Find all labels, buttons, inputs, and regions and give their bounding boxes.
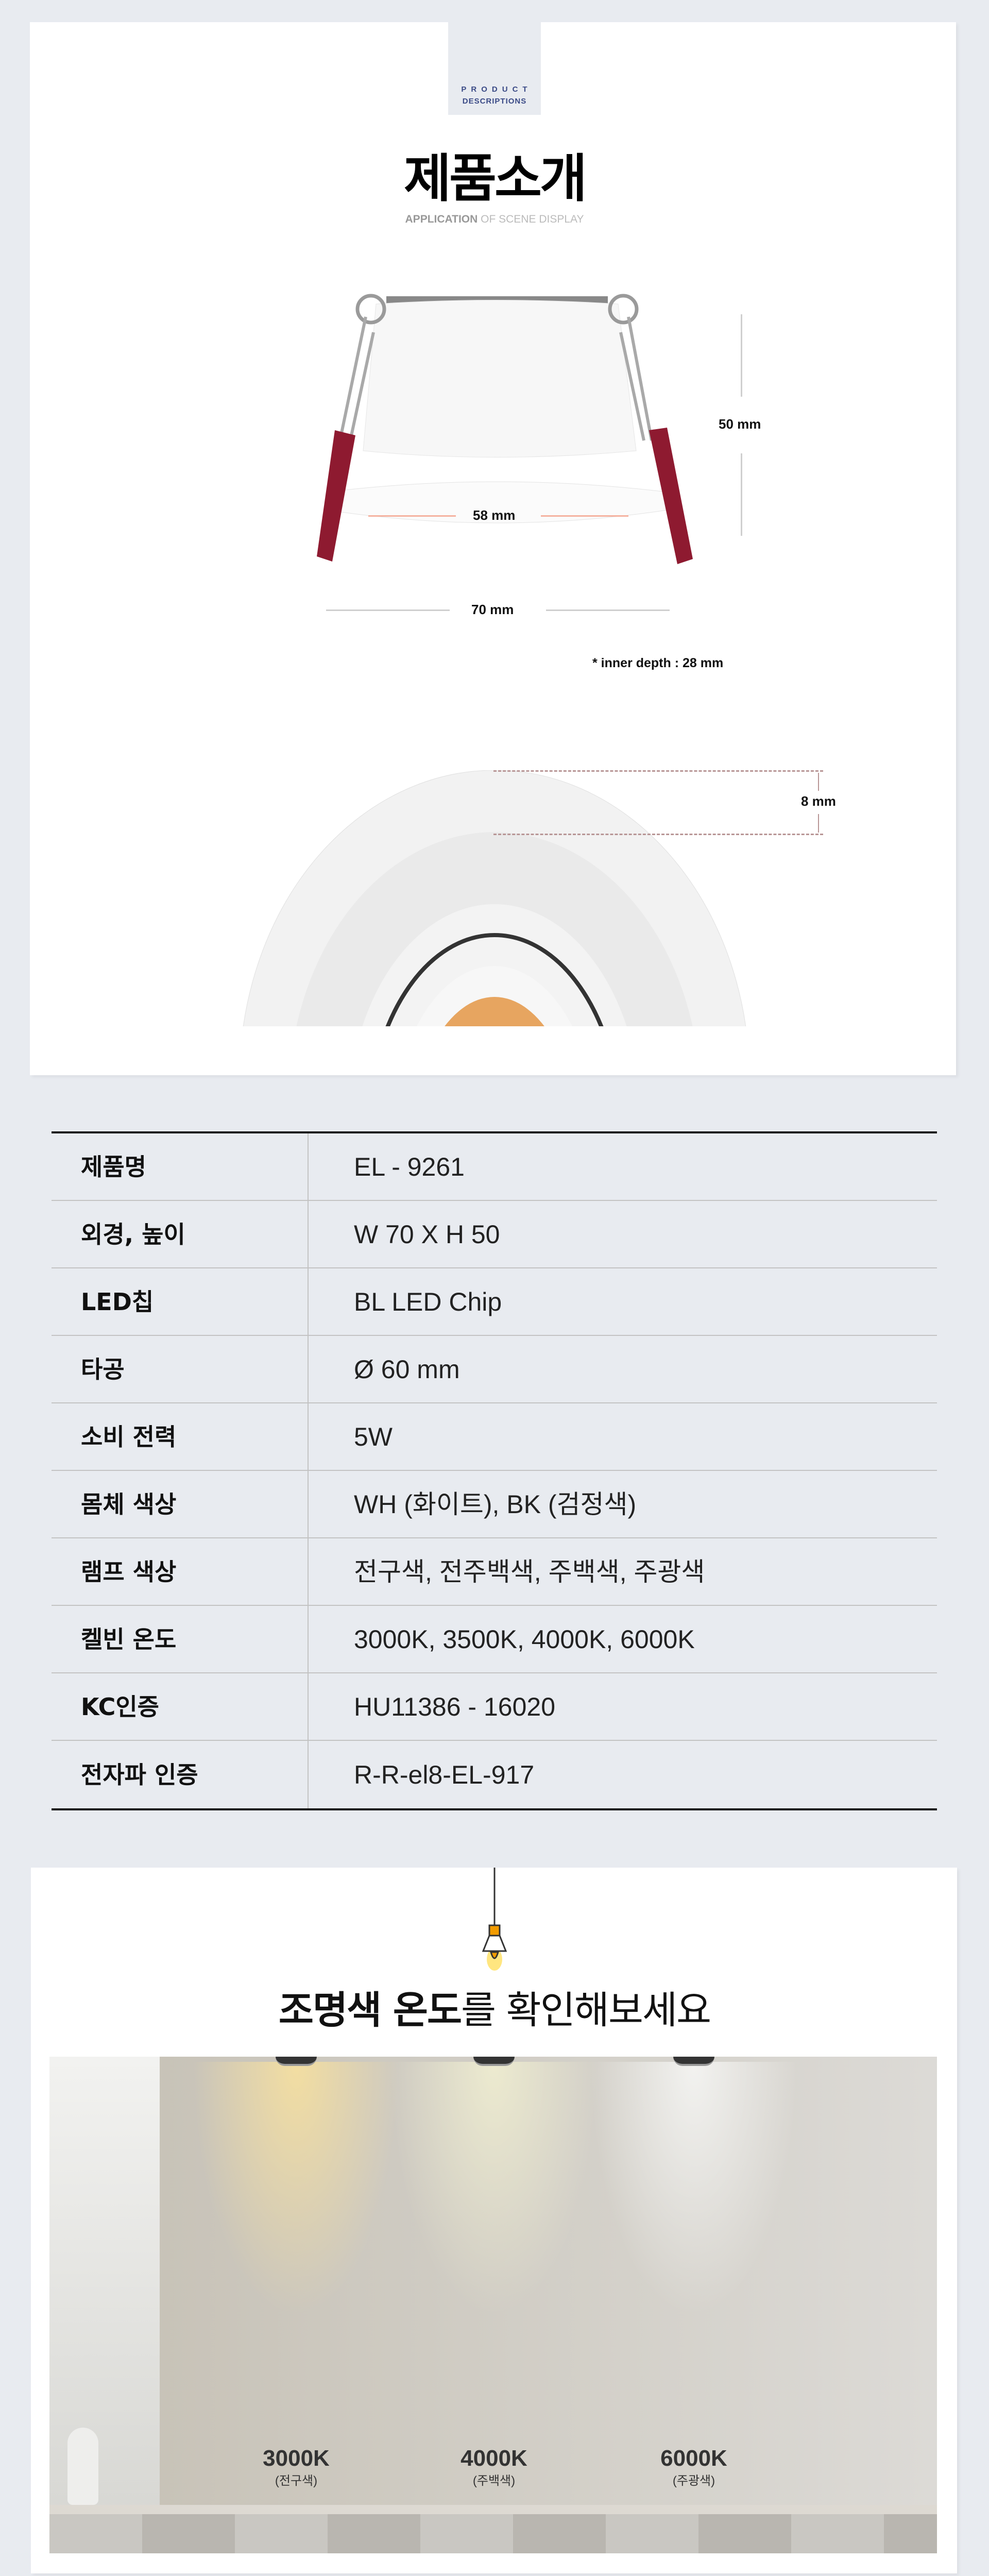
tab-line1: PRODUCT [461,85,532,94]
spec-value: R-R-el8-EL-917 [354,1760,535,1789]
spec-value: WH (화이트), BK (검정색) [354,1489,637,1519]
color-temp-item: 6000K (주광색) [627,2446,761,2489]
color-temp-item: 3000K (전구색) [229,2446,363,2489]
inner-width-arrow-right [541,515,628,517]
spec-value: W 70 X H 50 [354,1219,500,1249]
spec-row: 타공 Ø 60 mm [52,1336,937,1403]
spec-label: 램프 색상 [52,1538,309,1605]
trim-line-bottom [493,834,823,835]
spec-label: 몸체 색상 [52,1471,309,1537]
color-temp-item: 4000K (주백색) [427,2446,561,2489]
spec-table: 제품명 EL - 9261 외경, 높이 W 70 X H 50 LED칩 BL LED … [52,1131,937,1810]
baseboard [49,2505,937,2514]
spec-row: 외경, 높이 W 70 X H 50 [52,1201,937,1268]
light-beam [591,2062,797,2422]
room-scene-image: 3000K (전구색) 4000K (주백색) 6000K (주광색) [49,2057,937,2553]
trim-arrow-bottom [818,814,819,833]
spec-value: HU11386 - 16020 [354,1692,556,1721]
color-name-label: (전구색) [275,2474,318,2488]
trim-arrow-top [818,773,819,791]
inner-width-label: 58 mm [473,507,516,523]
kelvin-label: 3000K [263,2446,330,2471]
color-temp-title: 조명색 온도를 확인해보세요 [278,1988,711,2032]
floor [49,2514,937,2553]
spec-value: EL - 9261 [354,1152,465,1181]
spec-label: 전자파 인증 [52,1741,309,1808]
vase [67,2428,98,2505]
height-arrow-bottom [741,453,742,536]
spec-label: 외경, 높이 [52,1201,309,1267]
outer-width-arrow-right [546,609,670,611]
inner-width-arrow-left [368,515,456,517]
color-name-label: (주백색) [472,2474,516,2488]
spec-label: 타공 [52,1336,309,1402]
downlight-icon [673,2057,714,2066]
spec-value: Ø 60 mm [354,1354,460,1384]
product-front-image [243,770,746,1026]
spec-row: 몸체 색상 WH (화이트), BK (검정색) [52,1471,937,1538]
downlight-icon [276,2057,317,2066]
outer-width-arrow-left [326,609,450,611]
pendant-lamp-icon [482,1868,507,1971]
height-label: 50 mm [719,416,761,432]
spec-row: 램프 색상 전구색, 전주백색, 주백색, 주광색 [52,1538,937,1606]
page-subtitle: APPLICATION OF SCENE DISPLAY [405,213,584,225]
downlight-icon [473,2057,515,2066]
spec-label: LED칩 [52,1268,309,1335]
spec-label: 제품명 [52,1133,309,1200]
inner-depth-note: * inner depth : 28 mm [592,656,724,670]
spec-value: 3000K, 3500K, 4000K, 6000K [354,1624,695,1654]
page-title: 제품소개 [404,148,587,209]
light-beam [391,2062,597,2422]
spec-row: KC인증 HU11386 - 16020 [52,1673,937,1741]
spec-row: 켈빈 온도 3000K, 3500K, 4000K, 6000K [52,1606,937,1673]
product-side-image [317,294,693,564]
kelvin-label: 6000K [660,2446,727,2471]
spec-row: 전자파 인증 R-R-el8-EL-917 [52,1741,937,1808]
trim-line-top [493,770,823,772]
window-area [49,2057,160,2505]
spec-label: 켈빈 온도 [52,1606,309,1672]
kelvin-label: 4000K [461,2446,527,2471]
spec-row: 소비 전력 5W [52,1403,937,1471]
spec-value: BL LED Chip [354,1287,502,1316]
spec-value: 전구색, 전주백색, 주백색, 주광색 [354,1557,705,1586]
spec-label: KC인증 [52,1673,309,1740]
height-arrow-top [741,314,742,397]
light-beam [193,2062,399,2422]
spec-row: 제품명 EL - 9261 [52,1133,937,1201]
product-descriptions-tab: PRODUCT DESCRIPTIONS [448,22,541,115]
trim-label: 8 mm [801,793,836,809]
color-name-label: (주광색) [672,2474,715,2488]
tab-line2: DESCRIPTIONS [462,97,527,106]
spec-value: 5W [354,1422,393,1451]
spec-row: LED칩 BL LED Chip [52,1268,937,1336]
spec-label: 소비 전력 [52,1403,309,1470]
outer-width-label: 70 mm [471,602,514,617]
